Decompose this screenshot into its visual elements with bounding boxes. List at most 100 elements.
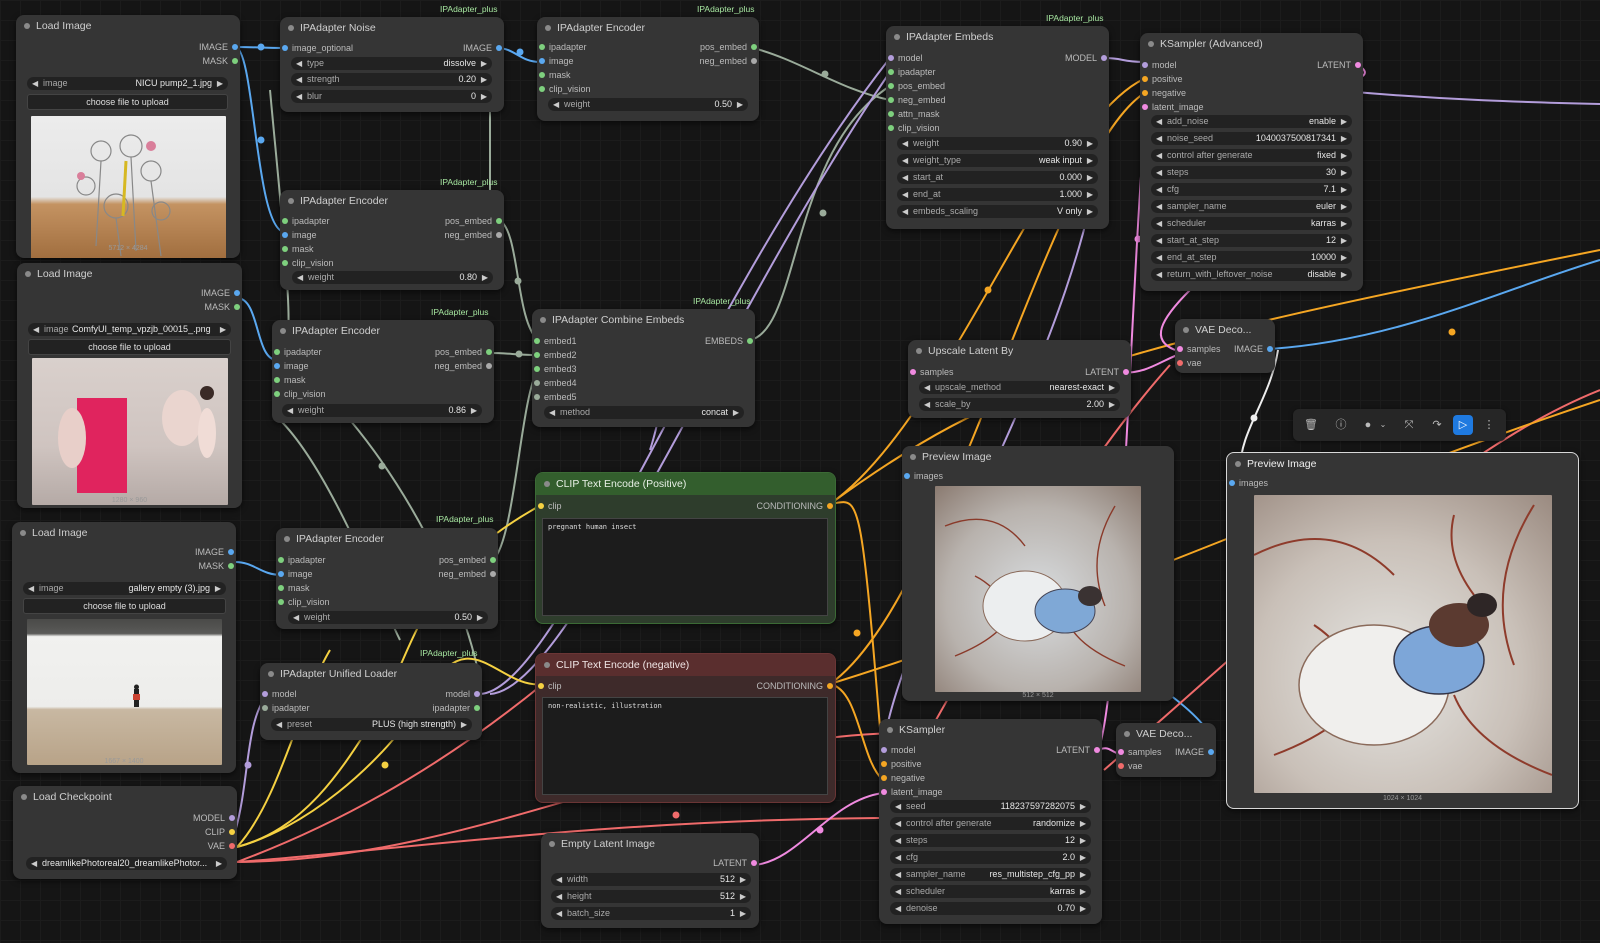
ipadapter-output[interactable]: ipadapter <box>432 701 482 715</box>
node-title[interactable]: Preview Image <box>1227 453 1578 475</box>
input-dot[interactable] <box>881 789 887 795</box>
embeds-output[interactable]: EMBEDS <box>705 334 755 348</box>
input-dot[interactable] <box>1142 104 1148 110</box>
input-dot[interactable] <box>278 571 284 577</box>
arrow-left-icon[interactable]: ◀ <box>902 207 909 216</box>
vae-decode-node-2[interactable]: VAE Deco... samples vae IMAGE <box>1116 723 1216 777</box>
input-dot[interactable] <box>1177 346 1183 352</box>
clip-text-encode-negative-node[interactable]: CLIP Text Encode (negative) clip CONDITI… <box>535 653 836 803</box>
input-dot[interactable] <box>888 111 894 117</box>
input-dot[interactable] <box>881 747 887 753</box>
input-dot[interactable] <box>262 691 268 697</box>
image-output[interactable]: IMAGE <box>463 41 504 55</box>
positive-input[interactable]: positive <box>879 757 922 771</box>
positive-input[interactable]: positive <box>1140 72 1183 86</box>
input-dot[interactable] <box>282 260 288 266</box>
arrow-left-icon[interactable]: ◀ <box>553 100 560 109</box>
arrow-right-icon[interactable]: ▶ <box>1340 253 1347 262</box>
preview-image-node-2[interactable]: Preview Image images 1024 × 1024 <box>1226 452 1579 809</box>
node-title[interactable]: Load Image <box>12 522 236 544</box>
image-output-dot[interactable] <box>234 290 240 296</box>
input-dot[interactable] <box>539 44 545 50</box>
arrow-right-icon[interactable]: ▶ <box>1340 151 1347 160</box>
arrow-left-icon[interactable]: ◀ <box>556 875 563 884</box>
arrow-right-icon[interactable]: ▶ <box>1340 270 1347 279</box>
output-dot[interactable] <box>1355 62 1361 68</box>
pos-embed-output[interactable]: pos_embed <box>700 40 759 54</box>
positive-prompt-textarea[interactable]: pregnant human insect <box>542 518 828 616</box>
image-output[interactable]: IMAGE <box>199 40 240 54</box>
samples-input[interactable]: samples <box>908 365 954 379</box>
node-title[interactable]: Load Image <box>16 15 240 37</box>
ipadapter-encoder-node-2[interactable]: IPAdapter Encoder ipadapter image mask c… <box>280 190 504 290</box>
arrow-right-icon[interactable]: ▶ <box>1340 236 1347 245</box>
node-title[interactable]: IPAdapter Embeds <box>886 26 1109 48</box>
input-dot[interactable] <box>262 705 268 711</box>
arrow-right-icon[interactable]: ▶ <box>1108 400 1115 409</box>
input-dot[interactable] <box>888 55 894 61</box>
mask-output[interactable]: MASK <box>202 54 240 68</box>
image-input[interactable]: image <box>537 54 574 68</box>
input-dot[interactable] <box>282 246 288 252</box>
node-title[interactable]: IPAdapter Encoder <box>280 190 504 212</box>
node-title[interactable]: IPAdapter Combine Embeds <box>532 309 755 331</box>
embed2-input[interactable]: embed2 <box>532 348 577 362</box>
ipadapter-embeds-node[interactable]: IPAdapter Embeds model ipadapter pos_emb… <box>886 26 1109 229</box>
upload-button[interactable]: choose file to upload <box>27 94 228 110</box>
output-dot[interactable] <box>490 557 496 563</box>
arrow-right-icon[interactable]: ▶ <box>1079 853 1086 862</box>
pos-embed-output[interactable]: pos_embed <box>445 214 504 228</box>
arrow-left-icon[interactable]: ◀ <box>895 819 902 828</box>
samples-input[interactable]: samples <box>1116 745 1162 759</box>
input-dot[interactable] <box>888 125 894 131</box>
input-dot[interactable] <box>278 599 284 605</box>
clip-text-encode-positive-node[interactable]: CLIP Text Encode (Positive) clip CONDITI… <box>535 472 836 624</box>
input-dot[interactable] <box>274 363 280 369</box>
image-output[interactable]: IMAGE <box>1175 745 1216 759</box>
preview-image-node-1[interactable]: Preview Image images 512 × 512 <box>902 446 1174 701</box>
model-output[interactable]: model <box>445 687 482 701</box>
ipadapter-input[interactable]: ipadapter <box>276 553 326 567</box>
input-dot[interactable] <box>274 349 280 355</box>
input-dot[interactable] <box>881 775 887 781</box>
node-title[interactable]: Load Image <box>17 263 242 285</box>
input-dot[interactable] <box>538 683 544 689</box>
vae-input[interactable]: vae <box>1175 356 1202 370</box>
node-title[interactable]: KSampler <box>879 719 1102 741</box>
arrow-right-icon[interactable]: ▶ <box>216 79 223 88</box>
conditioning-output[interactable]: CONDITIONING <box>757 499 836 513</box>
arrow-right-icon[interactable]: ▶ <box>470 406 477 415</box>
output-dot[interactable] <box>751 860 757 866</box>
arrow-left-icon[interactable]: ◀ <box>902 139 909 148</box>
mask-input[interactable]: mask <box>276 581 310 595</box>
arrow-right-icon[interactable]: ▶ <box>1108 383 1115 392</box>
arrow-left-icon[interactable]: ◀ <box>902 156 909 165</box>
conditioning-output[interactable]: CONDITIONING <box>757 679 836 693</box>
ipadapter-encoder-node-4[interactable]: IPAdapter Encoder ipadapter image mask c… <box>276 528 498 629</box>
image-output[interactable]: IMAGE <box>1234 342 1275 356</box>
arrow-left-icon[interactable]: ◀ <box>1156 117 1163 126</box>
latent-image-input[interactable]: latent_image <box>1140 100 1204 114</box>
arrow-right-icon[interactable]: ▶ <box>1079 904 1086 913</box>
info-icon[interactable]: ⓘ <box>1335 419 1347 431</box>
upload-button[interactable]: choose file to upload <box>23 598 226 614</box>
arrow-right-icon[interactable]: ▶ <box>480 92 487 101</box>
negative-prompt-textarea[interactable]: non-realistic, illustration <box>542 697 828 795</box>
input-dot[interactable] <box>1142 90 1148 96</box>
input-dot[interactable] <box>881 761 887 767</box>
node-title[interactable]: CLIP Text Encode (Positive) <box>536 473 835 495</box>
